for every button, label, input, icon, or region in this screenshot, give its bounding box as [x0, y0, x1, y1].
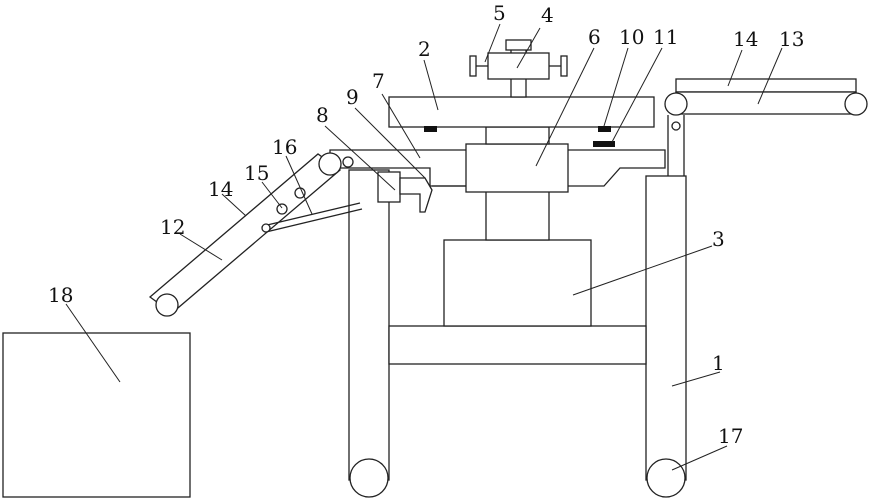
leader-2	[423, 59, 439, 111]
handle-right-knob	[560, 55, 568, 77]
clamp-jaw	[399, 177, 433, 213]
strut-pivot	[261, 223, 271, 233]
top-plate	[388, 96, 655, 128]
leader-18	[65, 303, 121, 383]
leader-8	[324, 125, 396, 191]
label-15: 15	[244, 161, 269, 185]
right-leg	[645, 175, 687, 481]
support-strut-edge	[265, 208, 363, 233]
horizontal-conveyor	[675, 91, 857, 115]
label-7: 7	[372, 69, 385, 93]
left-wheel	[349, 458, 389, 498]
support-column	[485, 187, 550, 241]
leader-3	[572, 245, 713, 296]
conveyor-hole-15	[276, 203, 288, 215]
sliding-block	[465, 143, 569, 193]
leader-1	[671, 371, 721, 387]
sensor-pad	[598, 126, 611, 132]
label-8: 8	[316, 103, 329, 127]
handle-left-knob	[469, 55, 477, 77]
leader-7	[381, 93, 421, 159]
conveyor-hole-16	[294, 187, 306, 199]
leader-15	[261, 181, 283, 209]
label-1: 1	[712, 351, 725, 375]
label-13: 13	[779, 27, 804, 51]
conveyor-left-roller	[664, 92, 688, 116]
motor-base	[443, 239, 592, 327]
upper-roller	[318, 152, 342, 176]
left-leg	[348, 169, 390, 481]
label-14-left: 14	[208, 177, 233, 201]
collection-box	[2, 332, 191, 498]
leader-17	[671, 445, 728, 471]
label-9: 9	[346, 85, 359, 109]
leader-5	[484, 23, 501, 63]
leader-4	[516, 27, 541, 69]
contact-pad	[593, 141, 615, 147]
shaft-cap	[505, 39, 532, 51]
leader-13	[757, 47, 783, 105]
plate-column	[485, 126, 550, 145]
right-wheel	[646, 458, 686, 498]
clamp-body	[377, 171, 401, 203]
tension-wheel	[342, 156, 354, 168]
leader-14a	[221, 193, 247, 217]
label-2: 2	[418, 37, 431, 61]
label-16: 16	[272, 135, 297, 159]
support-strut	[262, 202, 361, 227]
label-10: 10	[619, 25, 644, 49]
cross-beam	[388, 325, 647, 365]
leader-9	[354, 107, 426, 179]
leader-6	[535, 47, 595, 167]
left-pad	[424, 126, 437, 132]
label-11: 11	[653, 25, 678, 49]
leader-11	[611, 47, 663, 143]
label-3: 3	[712, 227, 725, 251]
lower-roller	[155, 293, 179, 317]
leader-14b	[727, 49, 743, 87]
conveyor-right-roller	[844, 92, 868, 116]
label-14-right: 14	[733, 27, 758, 51]
label-5: 5	[493, 1, 506, 25]
leader-10	[603, 47, 629, 127]
label-12: 12	[160, 215, 185, 239]
post-pin	[671, 121, 681, 131]
label-6: 6	[588, 25, 601, 49]
label-18: 18	[48, 283, 73, 307]
label-4: 4	[541, 3, 554, 27]
leader-12	[179, 233, 223, 261]
leader-16	[285, 155, 313, 215]
label-17: 17	[718, 424, 743, 448]
